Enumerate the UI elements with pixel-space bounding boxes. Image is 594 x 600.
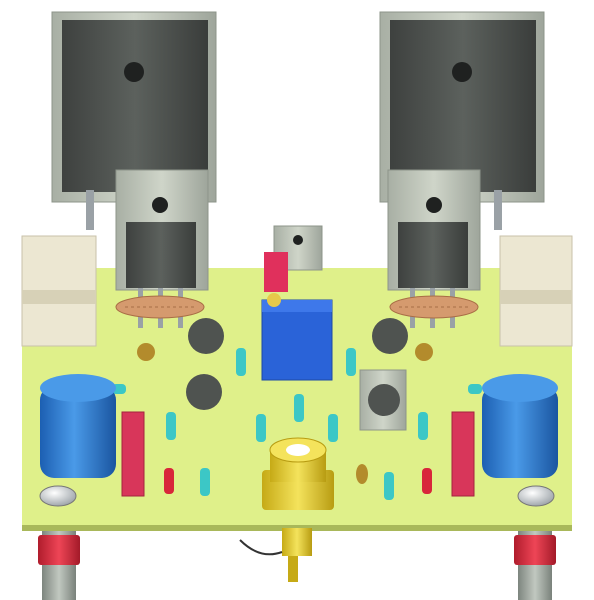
rca-jack-icon bbox=[239, 437, 334, 582]
driver-transistor-right bbox=[387, 169, 481, 328]
terminal-block-right bbox=[499, 235, 573, 347]
resistors bbox=[112, 348, 482, 500]
inductor-right bbox=[389, 295, 479, 319]
trimmer-icon bbox=[261, 293, 333, 381]
inductor-left bbox=[115, 295, 205, 319]
diodes bbox=[164, 468, 432, 494]
electrolytic-capacitor-right bbox=[482, 374, 558, 478]
film-capacitors bbox=[121, 411, 475, 497]
board-posts bbox=[38, 520, 556, 600]
ceramic-caps bbox=[137, 343, 433, 484]
electrolytic-capacitor-left bbox=[40, 374, 116, 478]
center-transistor bbox=[264, 225, 323, 292]
small-transistors bbox=[186, 318, 408, 431]
screw-icon bbox=[39, 485, 555, 507]
terminal-block-left bbox=[21, 235, 97, 347]
